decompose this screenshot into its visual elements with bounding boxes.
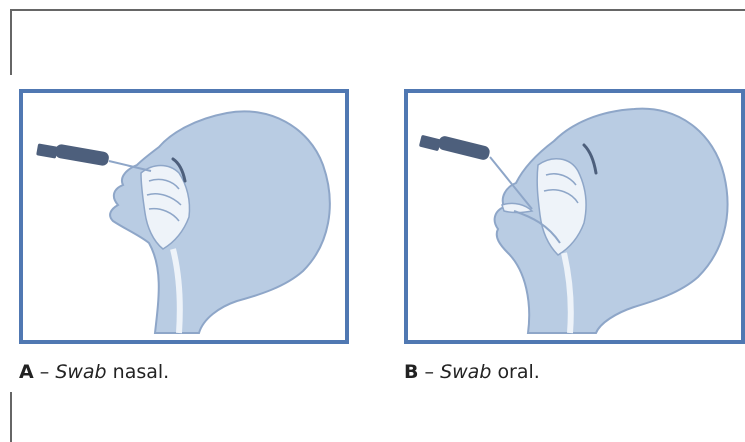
frame-left-border-bottom [10,392,12,442]
caption-b-rest: oral. [497,361,539,383]
head-silhouette [495,109,728,333]
figure-b-oral-swab [404,89,745,344]
caption-a: A – Swab nasal. [19,361,169,383]
caption-a-letter: A [19,361,34,383]
caption-a-dash: – [40,361,50,383]
caption-b-dash: – [425,361,435,383]
swab-tool [36,143,151,171]
caption-b-letter: B [404,361,418,383]
oral-swab-illustration [408,93,741,340]
caption-b: B – Swab oral. [404,361,540,383]
nasal-swab-illustration [23,93,345,340]
figure-a-nasal-swab [19,89,349,344]
caption-b-term: Swab [440,361,491,383]
head-silhouette [110,111,330,333]
caption-a-rest: nasal. [113,361,170,383]
frame-top-border [10,9,745,11]
frame-left-border-top [10,9,12,75]
caption-a-term: Swab [55,361,106,383]
